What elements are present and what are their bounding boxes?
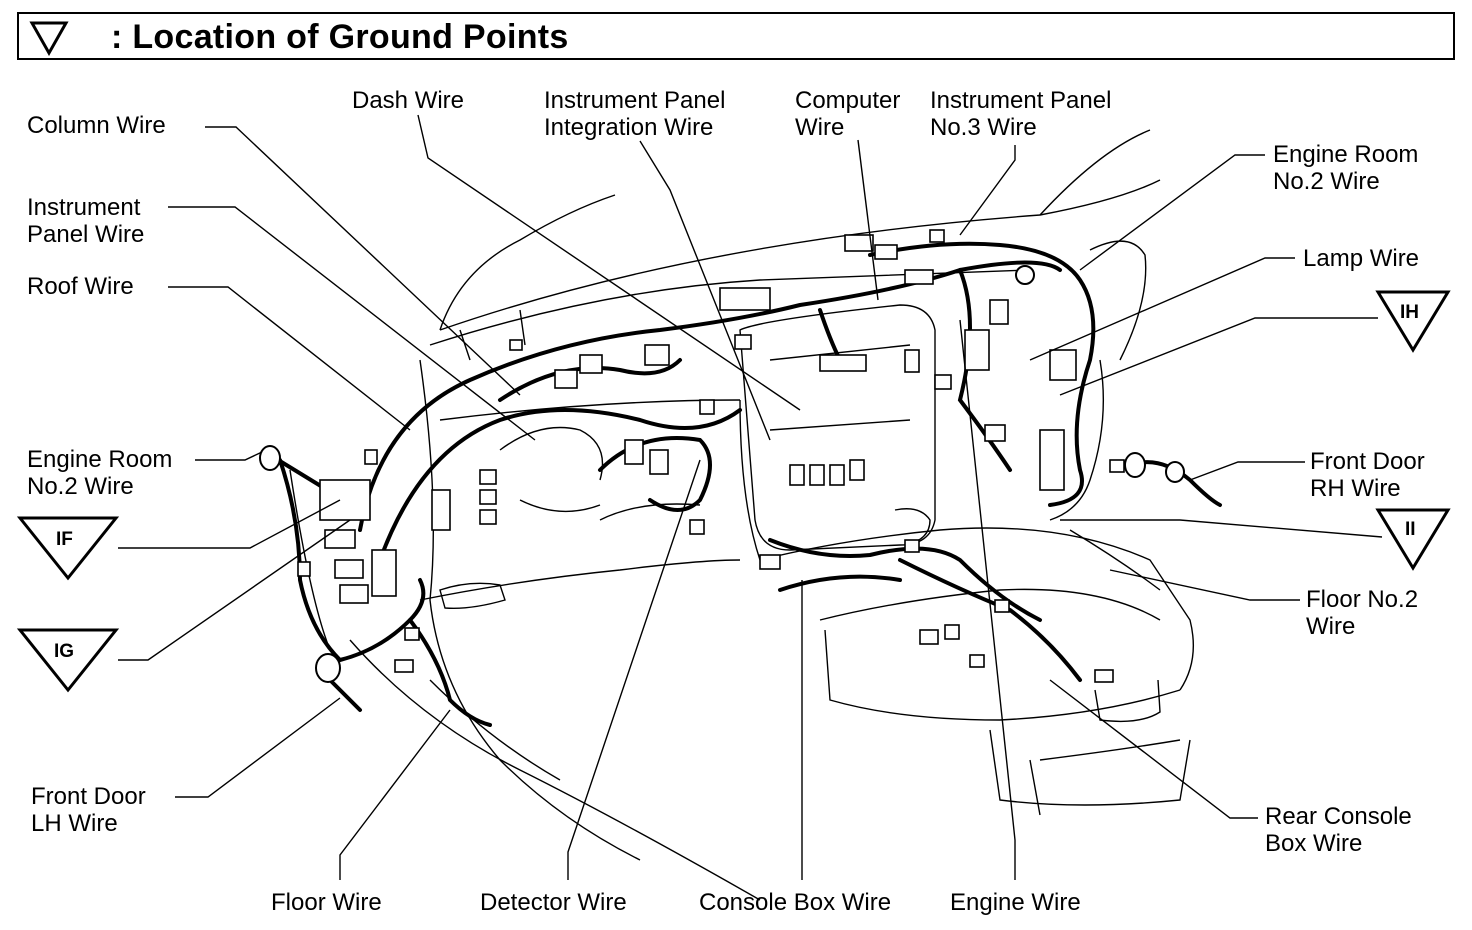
label-line: Floor No.2 [1306,586,1419,613]
label-instrument-panel-integration-wire: Instrument Panel Integration Wire [544,87,725,141]
ground-code-IH: IH [1400,302,1419,323]
label-line: Engine Room [27,446,173,473]
label-line: Wire [795,114,845,141]
label-rear-console-box-wire: Rear Console Box Wire [1265,803,1412,857]
label-line: Computer [795,87,901,114]
label-line: Instrument Panel [930,87,1112,114]
page-title: : Location of Ground Points [111,18,569,56]
label-line: Engine Room [1273,141,1419,168]
ground-point-II: II [1375,508,1451,571]
label-line: Box Wire [1265,830,1363,857]
ground-point-IH: IH [1375,290,1451,353]
ground-bolts [259,265,1185,683]
label-line: No.3 Wire [930,114,1037,141]
label-line: Front Door [31,783,146,810]
label-front-door-lh-wire: Front Door LH Wire [31,783,146,837]
ground-point-triangle-icon [1375,290,1451,353]
label-engine-room-no2-wire-left: Engine Room No.2 Wire [27,446,172,500]
label-line: Panel Wire [27,221,145,248]
ground-point-IF: IF [16,516,120,581]
label-line: Front Door [1310,448,1425,475]
title-bar: : Location of Ground Points [17,12,1455,60]
label-engine-wire: Engine Wire [950,889,1081,916]
label-detector-wire: Detector Wire [480,889,627,916]
label-line: No.2 Wire [27,473,134,500]
label-line: Rear Console [1265,803,1412,830]
label-floor-no2-wire: Floor No.2 Wire [1306,586,1418,640]
label-line: Instrument Panel [544,87,726,114]
label-lamp-wire: Lamp Wire [1303,245,1420,272]
label-floor-wire: Floor Wire [271,889,382,916]
leader-lines [118,114,1383,880]
ground-point-triangle-icon [1375,508,1451,571]
ground-code-IF: IF [56,529,73,550]
label-dash-wire: Dash Wire [352,87,465,114]
ground-code-II: II [1405,519,1416,540]
label-line: Integration Wire [544,114,714,141]
label-line: Instrument [27,194,141,221]
label-line: LH Wire [31,810,118,837]
label-column-wire: Column Wire [27,112,166,139]
connectors [297,229,1125,683]
ground-point-triangle-icon [16,628,120,693]
label-instrument-panel-no3-wire: Instrument Panel No.3 Wire [930,87,1111,141]
label-instrument-panel-wire: Instrument Panel Wire [27,194,144,248]
ground-point-triangle-icon [16,516,120,581]
label-line: RH Wire [1310,475,1401,502]
label-front-door-rh-wire: Front Door RH Wire [1310,448,1425,502]
ground-triangle-icon [29,21,69,56]
label-computer-wire: Computer Wire [795,87,900,141]
label-line: Wire [1306,613,1356,640]
ground-code-IG: IG [54,641,74,662]
ground-point-IG: IG [16,628,120,693]
label-engine-room-no2-wire-right: Engine Room No.2 Wire [1273,141,1418,195]
label-roof-wire: Roof Wire [27,273,134,300]
label-line: No.2 Wire [1273,168,1380,195]
vehicle-outline [289,129,1195,901]
label-console-box-wire: Console Box Wire [699,889,892,916]
